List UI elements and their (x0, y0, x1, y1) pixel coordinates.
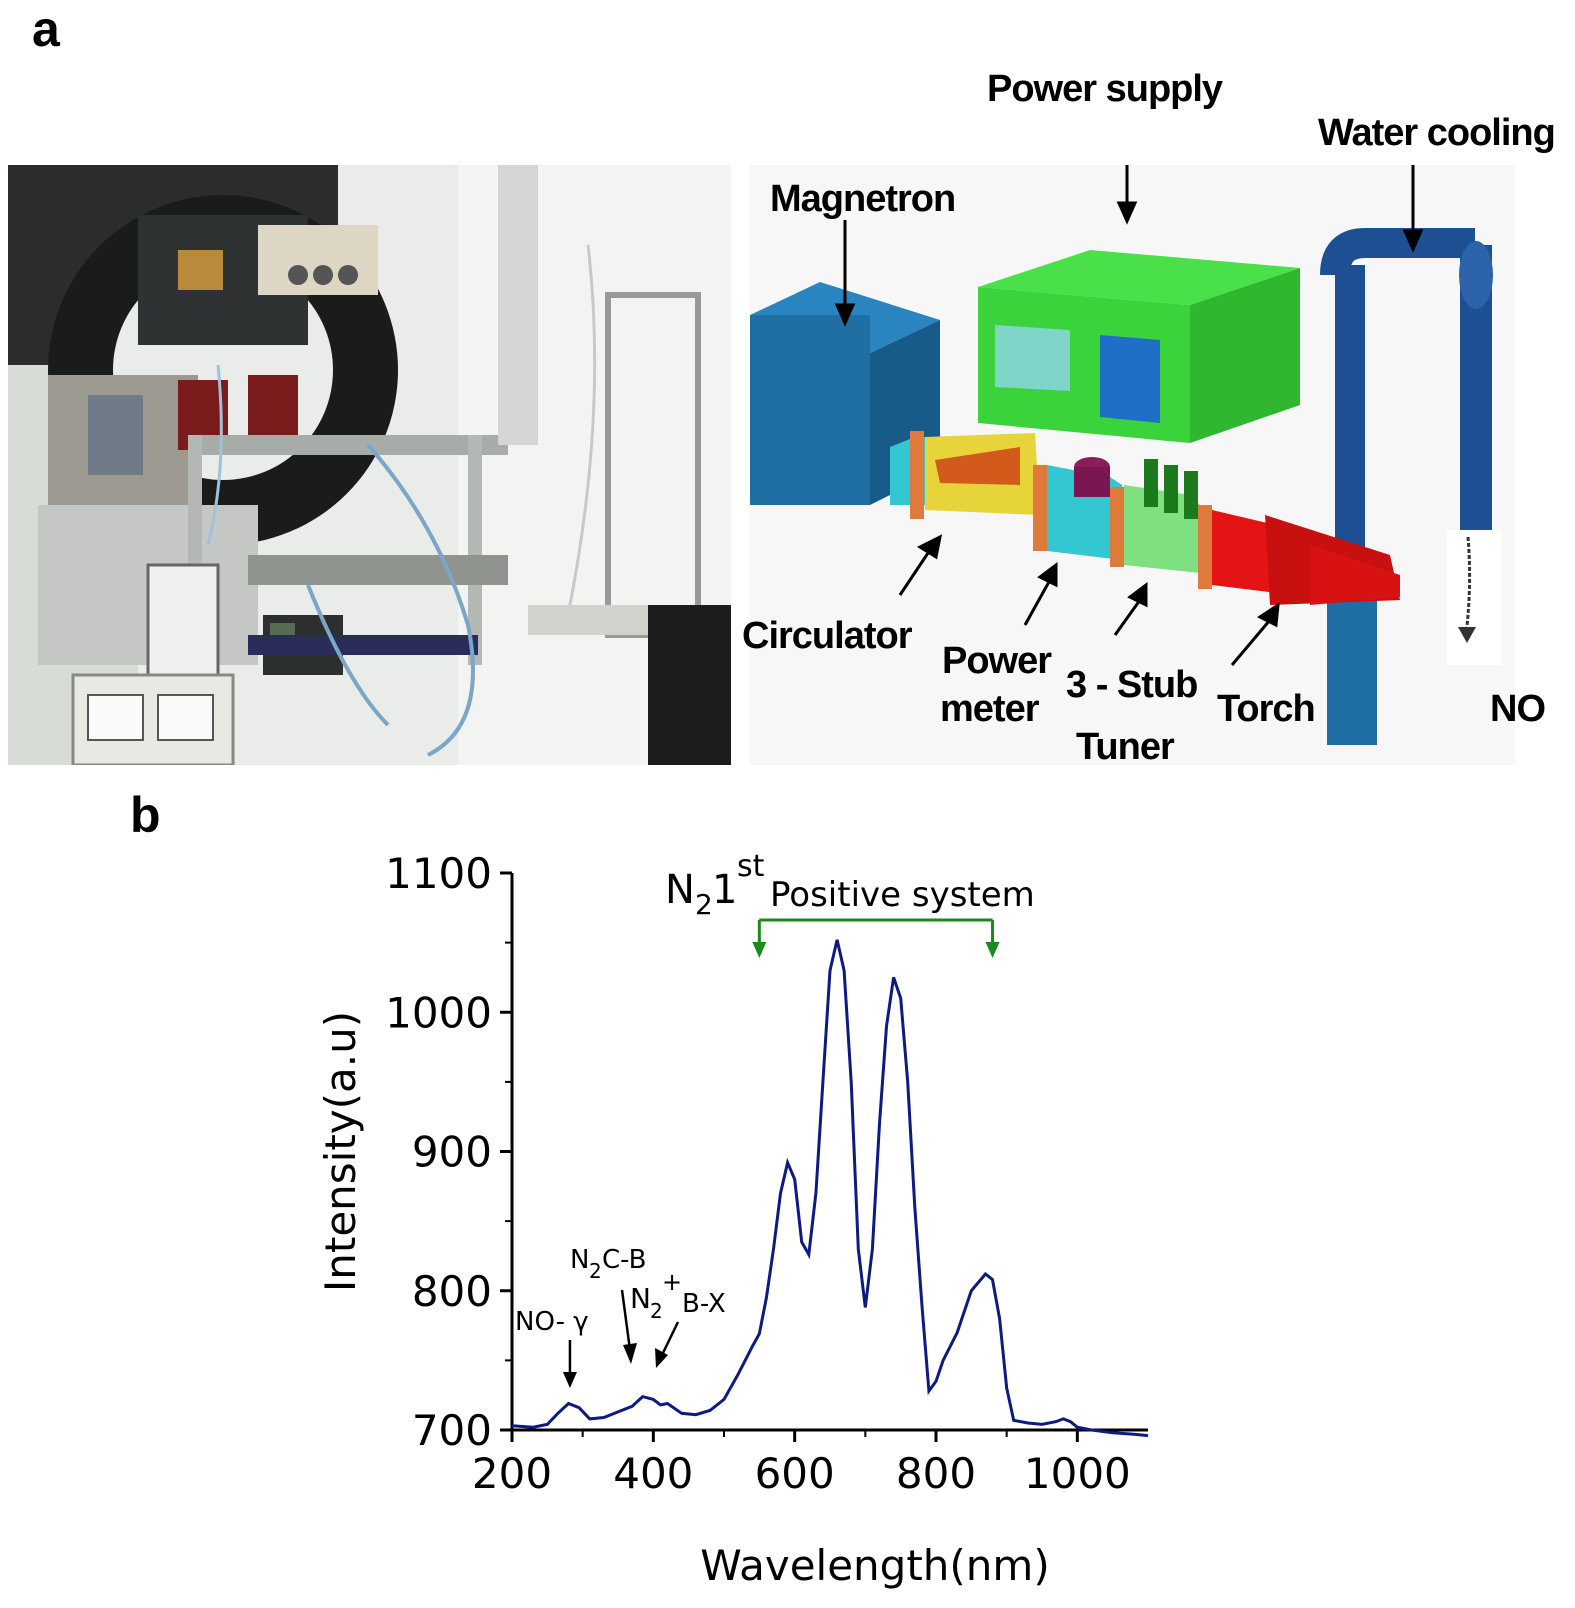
label-circulator: Circulator (742, 615, 912, 657)
n2-first-positive-one: 1 (712, 867, 737, 913)
n2-first-positive-n: N (665, 867, 695, 913)
no-gamma-label: NO- γ (515, 1307, 589, 1337)
plot-axes (510, 873, 1148, 1432)
waveguide-chain (890, 431, 1400, 605)
n2-cb-subscript: 2 (589, 1259, 602, 1283)
no-outlet (1447, 530, 1502, 665)
water-cooling-pipe (1320, 228, 1493, 745)
label-power-supply: Power supply (987, 68, 1223, 110)
bracket-left-arrow (752, 942, 767, 958)
n2-bx-label: B-X (682, 1289, 726, 1319)
n2-first-positive-superscript: st (737, 849, 765, 884)
y-tick-label: 900 (412, 1128, 492, 1177)
x-tick-label: 400 (613, 1449, 693, 1498)
n2-first-positive-label: Positive system (770, 875, 1035, 915)
label-power-meter-line1: Power (942, 640, 1052, 682)
panel-label-b: b (130, 787, 161, 843)
label-no: NO (1490, 688, 1546, 730)
callout-arrows (834, 165, 1424, 666)
y-tick-label: 1000 (385, 988, 492, 1037)
bracket-right-arrow (985, 942, 1000, 958)
plot-ticks: 200 400 600 800 1000 700 800 900 1000 1100 (385, 849, 1131, 1498)
label-stub-tuner-line1: 3 - Stub (1066, 664, 1198, 706)
y-tick-label: 1100 (385, 849, 492, 898)
n2-cb-arrow-head (623, 1343, 637, 1364)
n2-first-positive-subscript: 2 (695, 888, 713, 921)
n2-cb-arrow-line (620, 1289, 632, 1351)
no-gamma-arrow-head (562, 1372, 577, 1388)
label-torch: Torch (1217, 688, 1316, 730)
label-power-meter-line2: meter (940, 688, 1039, 730)
y-axis-label: Intensity(a.u) (316, 1011, 365, 1292)
label-water-cooling: Water cooling (1318, 112, 1556, 154)
power-supply-box (978, 250, 1300, 443)
n2-bx-arrow-head (655, 1348, 668, 1368)
label-stub-tuner-line2: Tuner (1076, 726, 1175, 768)
x-tick-label: 1000 (1024, 1449, 1131, 1498)
y-tick-label: 700 (412, 1406, 492, 1455)
n2-bx-arrow-line (660, 1321, 680, 1356)
label-magnetron: Magnetron (770, 178, 956, 220)
panel-label-a: a (32, 1, 60, 57)
apparatus-photo (8, 165, 731, 765)
x-tick-label: 200 (472, 1449, 552, 1498)
n2-bx-n: N (630, 1282, 651, 1315)
x-axis-label: Wavelength(nm) (700, 1541, 1049, 1590)
x-tick-label: 800 (896, 1449, 976, 1498)
n2-cb-label: C-B (602, 1245, 646, 1275)
n2-bx-superscript: + (662, 1268, 682, 1296)
n2-cb-n: N (570, 1245, 589, 1275)
y-tick-label: 800 (412, 1267, 492, 1316)
microwave-plasma-schematic (750, 165, 1515, 765)
x-tick-label: 600 (755, 1449, 835, 1498)
n2-bx-subscript: 2 (650, 1299, 663, 1323)
spectrum-series-line (511, 939, 1149, 1438)
